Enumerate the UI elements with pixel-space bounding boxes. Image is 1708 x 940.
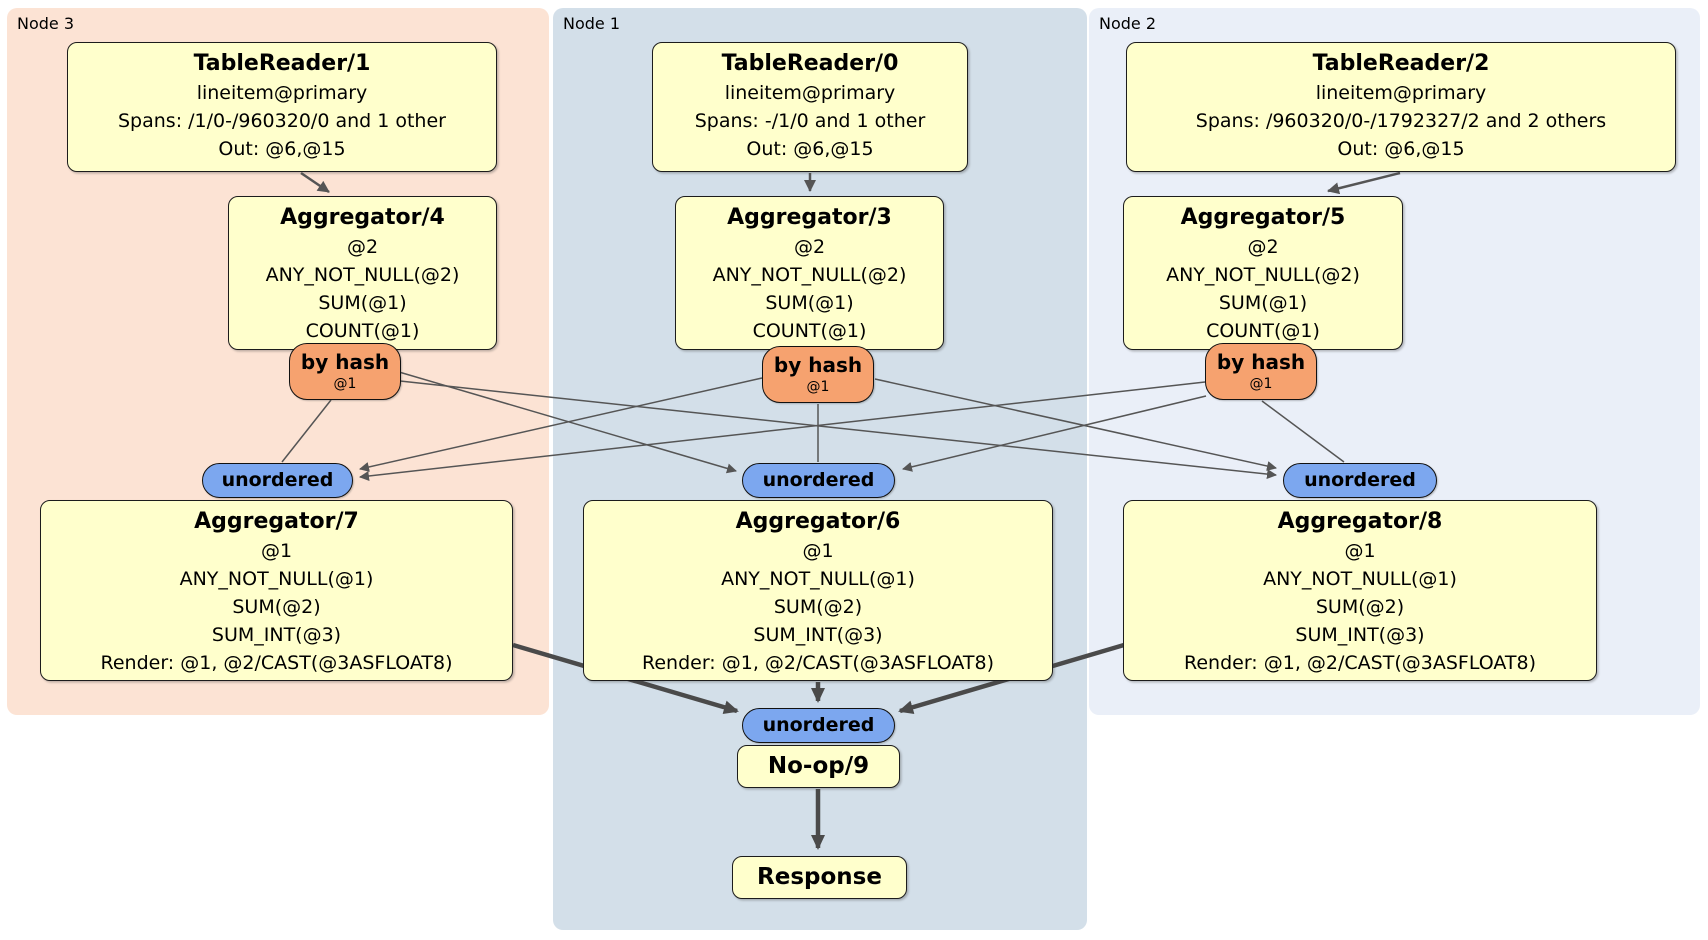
processor-line: COUNT(@1) bbox=[752, 320, 867, 342]
router-detail: @1 bbox=[1249, 376, 1273, 392]
processor-line: lineitem@primary bbox=[1315, 82, 1487, 104]
processor-line: Out: @6,@15 bbox=[746, 138, 874, 160]
processor-tablereader-0: TableReader/0 lineitem@primary Spans: -/… bbox=[652, 42, 968, 172]
processor-title: No-op/9 bbox=[767, 753, 870, 779]
processor-title: Aggregator/6 bbox=[735, 509, 901, 534]
edge-router2-sync3 bbox=[359, 381, 1206, 481]
processor-line: Render: @1, @2/CAST(@3ASFLOAT8) bbox=[642, 652, 994, 674]
sync-unordered-node3: unordered bbox=[202, 463, 353, 498]
processor-aggregator-5: Aggregator/5 @2 ANY_NOT_NULL(@2) SUM(@1)… bbox=[1123, 196, 1403, 350]
processor-title: TableReader/1 bbox=[193, 51, 371, 76]
processor-line: COUNT(@1) bbox=[305, 320, 420, 342]
router-by-hash-node1: by hash @1 bbox=[762, 346, 874, 403]
sync-label: unordered bbox=[221, 469, 334, 491]
processor-line: Render: @1, @2/CAST(@3ASFLOAT8) bbox=[1184, 652, 1536, 674]
processor-title: TableReader/0 bbox=[721, 51, 899, 76]
processor-line: @1 bbox=[1344, 540, 1376, 562]
processor-line: SUM(@1) bbox=[765, 292, 854, 314]
processor-line: lineitem@primary bbox=[724, 82, 896, 104]
router-by-hash-node2: by hash @1 bbox=[1205, 343, 1317, 400]
sync-unordered-node1: unordered bbox=[742, 463, 895, 498]
edge-router1-sync3 bbox=[359, 377, 763, 472]
processor-aggregator-8: Aggregator/8 @1 ANY_NOT_NULL(@1) SUM(@2)… bbox=[1123, 500, 1597, 681]
processor-line: Render: @1, @2/CAST(@3ASFLOAT8) bbox=[100, 652, 453, 674]
processor-title: Aggregator/4 bbox=[280, 205, 445, 230]
router-by-hash-node3: by hash @1 bbox=[289, 343, 401, 400]
processor-title: Aggregator/8 bbox=[1277, 509, 1443, 534]
edge-router3-sync3 bbox=[281, 399, 332, 463]
edge-tablereader2-aggregator5 bbox=[1327, 171, 1401, 195]
processor-line: ANY_NOT_NULL(@2) bbox=[265, 264, 460, 286]
processor-aggregator-6: Aggregator/6 @1 ANY_NOT_NULL(@1) SUM(@2)… bbox=[583, 500, 1053, 681]
processor-line: COUNT(@1) bbox=[1206, 320, 1320, 342]
processor-aggregator-3: Aggregator/3 @2 ANY_NOT_NULL(@2) SUM(@1)… bbox=[675, 196, 944, 350]
processor-line: @1 bbox=[802, 540, 834, 562]
processor-line: SUM(@2) bbox=[232, 596, 321, 618]
processor-title: Response bbox=[757, 864, 882, 890]
processor-line: Spans: -/1/0 and 1 other bbox=[694, 110, 926, 132]
processor-line: @2 bbox=[346, 236, 379, 258]
processor-line: ANY_NOT_NULL(@1) bbox=[179, 568, 374, 590]
region-node-1-label: Node 1 bbox=[563, 14, 621, 33]
processor-noop-9: No-op/9 bbox=[737, 745, 900, 788]
processor-line: @2 bbox=[1247, 236, 1279, 258]
processor-line: ANY_NOT_NULL(@2) bbox=[712, 264, 907, 286]
sync-label: unordered bbox=[1304, 469, 1416, 491]
sync-unordered-node2: unordered bbox=[1283, 463, 1437, 498]
edge-router2-sync1 bbox=[902, 395, 1207, 472]
edge-router2-sync2 bbox=[1261, 400, 1345, 463]
region-node-2-label: Node 2 bbox=[1099, 14, 1157, 33]
router-label: by hash bbox=[1216, 350, 1306, 374]
edges-router-to-sync bbox=[281, 371, 1345, 481]
processor-line: SUM(@2) bbox=[1315, 596, 1405, 618]
processor-line: Out: @6,@15 bbox=[1337, 138, 1465, 160]
processor-line: Out: @6,@15 bbox=[218, 138, 346, 160]
sync-label: unordered bbox=[762, 714, 875, 736]
edge-router1-sync2 bbox=[874, 378, 1277, 471]
processor-line: SUM_INT(@3) bbox=[211, 624, 342, 646]
processor-line: ANY_NOT_NULL(@1) bbox=[1263, 568, 1457, 590]
processor-response: Response bbox=[732, 856, 907, 899]
region-node-3-label: Node 3 bbox=[17, 14, 75, 33]
processor-aggregator-4: Aggregator/4 @2 ANY_NOT_NULL(@2) SUM(@1)… bbox=[228, 196, 497, 350]
processor-line: SUM(@1) bbox=[318, 292, 407, 314]
processor-title: Aggregator/5 bbox=[1180, 205, 1346, 230]
processor-tablereader-1: TableReader/1 lineitem@primary Spans: /1… bbox=[67, 42, 497, 172]
router-detail: @1 bbox=[806, 379, 830, 395]
router-label: by hash bbox=[300, 350, 390, 374]
processor-line: SUM_INT(@3) bbox=[753, 624, 883, 646]
processor-title: Aggregator/7 bbox=[194, 509, 359, 534]
processor-aggregator-7: Aggregator/7 @1 ANY_NOT_NULL(@1) SUM(@2)… bbox=[40, 500, 513, 681]
processor-line: SUM_INT(@3) bbox=[1295, 624, 1425, 646]
processor-line: ANY_NOT_NULL(@1) bbox=[721, 568, 915, 590]
processor-line: @2 bbox=[793, 236, 826, 258]
processor-line: Spans: /1/0-/960320/0 and 1 other bbox=[118, 110, 446, 132]
sync-label: unordered bbox=[762, 469, 875, 491]
edge-router3-sync2 bbox=[399, 380, 1277, 480]
processor-title: TableReader/2 bbox=[1312, 51, 1490, 76]
processor-title: Aggregator/3 bbox=[727, 205, 892, 230]
edges-tablereader-to-aggregator bbox=[300, 171, 1401, 195]
sync-unordered-final: unordered bbox=[742, 708, 895, 743]
processor-line: @1 bbox=[260, 540, 293, 562]
edge-tablereader1-aggregator4 bbox=[300, 171, 330, 194]
router-label: by hash bbox=[773, 353, 863, 377]
processor-tablereader-2: TableReader/2 lineitem@primary Spans: /9… bbox=[1126, 42, 1676, 172]
processor-line: SUM(@1) bbox=[1218, 292, 1308, 314]
processor-line: SUM(@2) bbox=[773, 596, 863, 618]
processor-line: lineitem@primary bbox=[196, 82, 368, 104]
processor-line: Spans: /960320/0-/1792327/2 and 2 others bbox=[1195, 110, 1607, 132]
router-detail: @1 bbox=[333, 376, 357, 392]
processor-line: ANY_NOT_NULL(@2) bbox=[1166, 264, 1360, 286]
